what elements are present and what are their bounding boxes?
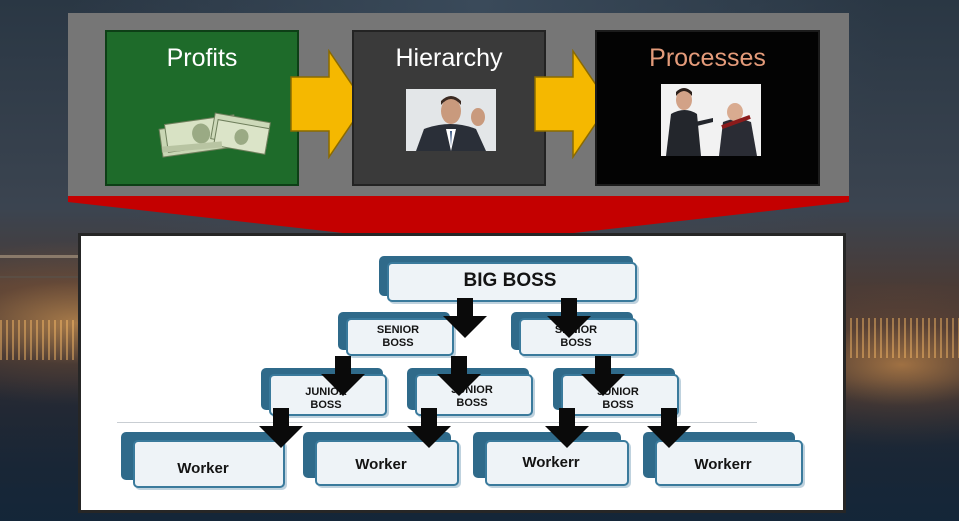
down-arrow [259, 408, 303, 448]
bridge [0, 255, 80, 278]
money-stack-image [158, 112, 271, 158]
hierarchy-title: Hierarchy [395, 44, 503, 72]
profits-panel: Profits [105, 30, 299, 186]
worker-label: Worker [177, 460, 229, 477]
red-funnel-arrow [68, 196, 849, 246]
senior-boss-node: SENIOR BOSS [338, 312, 458, 356]
down-arrow [547, 298, 591, 338]
yellow-arrow-2 [534, 49, 610, 159]
down-arrow [437, 356, 481, 396]
hierarchy-panel: Hierarchy [352, 30, 546, 186]
worker-node: Worker [121, 432, 285, 488]
businessman-photo [406, 89, 496, 151]
profits-title: Profits [166, 44, 238, 72]
worker-label: Worker [355, 456, 407, 473]
worker-label: Workerr [694, 456, 752, 473]
big-boss-node: BIG BOSS [379, 256, 641, 302]
processes-panel: Processes [595, 30, 820, 186]
big-boss-label: BIG BOSS [463, 270, 557, 291]
worker-label: Workerr [522, 454, 580, 471]
junior-boss-node: JUNIOR BOSS [553, 368, 683, 416]
worker-node: Workerr [473, 432, 629, 486]
senior-boss-label: SENIOR BOSS [376, 324, 420, 349]
arguing-men-photo [661, 84, 761, 156]
down-arrow [647, 408, 691, 448]
worker-node: Worker [303, 432, 459, 486]
org-chart: BIG BOSS SENIOR BOSS SENIOR BOSS JUNIOR … [78, 233, 846, 513]
down-arrow [321, 356, 365, 396]
yellow-arrow-1 [290, 49, 366, 159]
down-arrow [407, 408, 451, 448]
process-banner: Profits Hierarchy [68, 13, 849, 196]
down-arrow [545, 408, 589, 448]
city-lights-left [0, 320, 80, 360]
down-arrow [443, 298, 487, 338]
down-arrow [581, 356, 625, 396]
processes-title: Processes [649, 44, 766, 72]
city-lights-right [850, 318, 959, 358]
